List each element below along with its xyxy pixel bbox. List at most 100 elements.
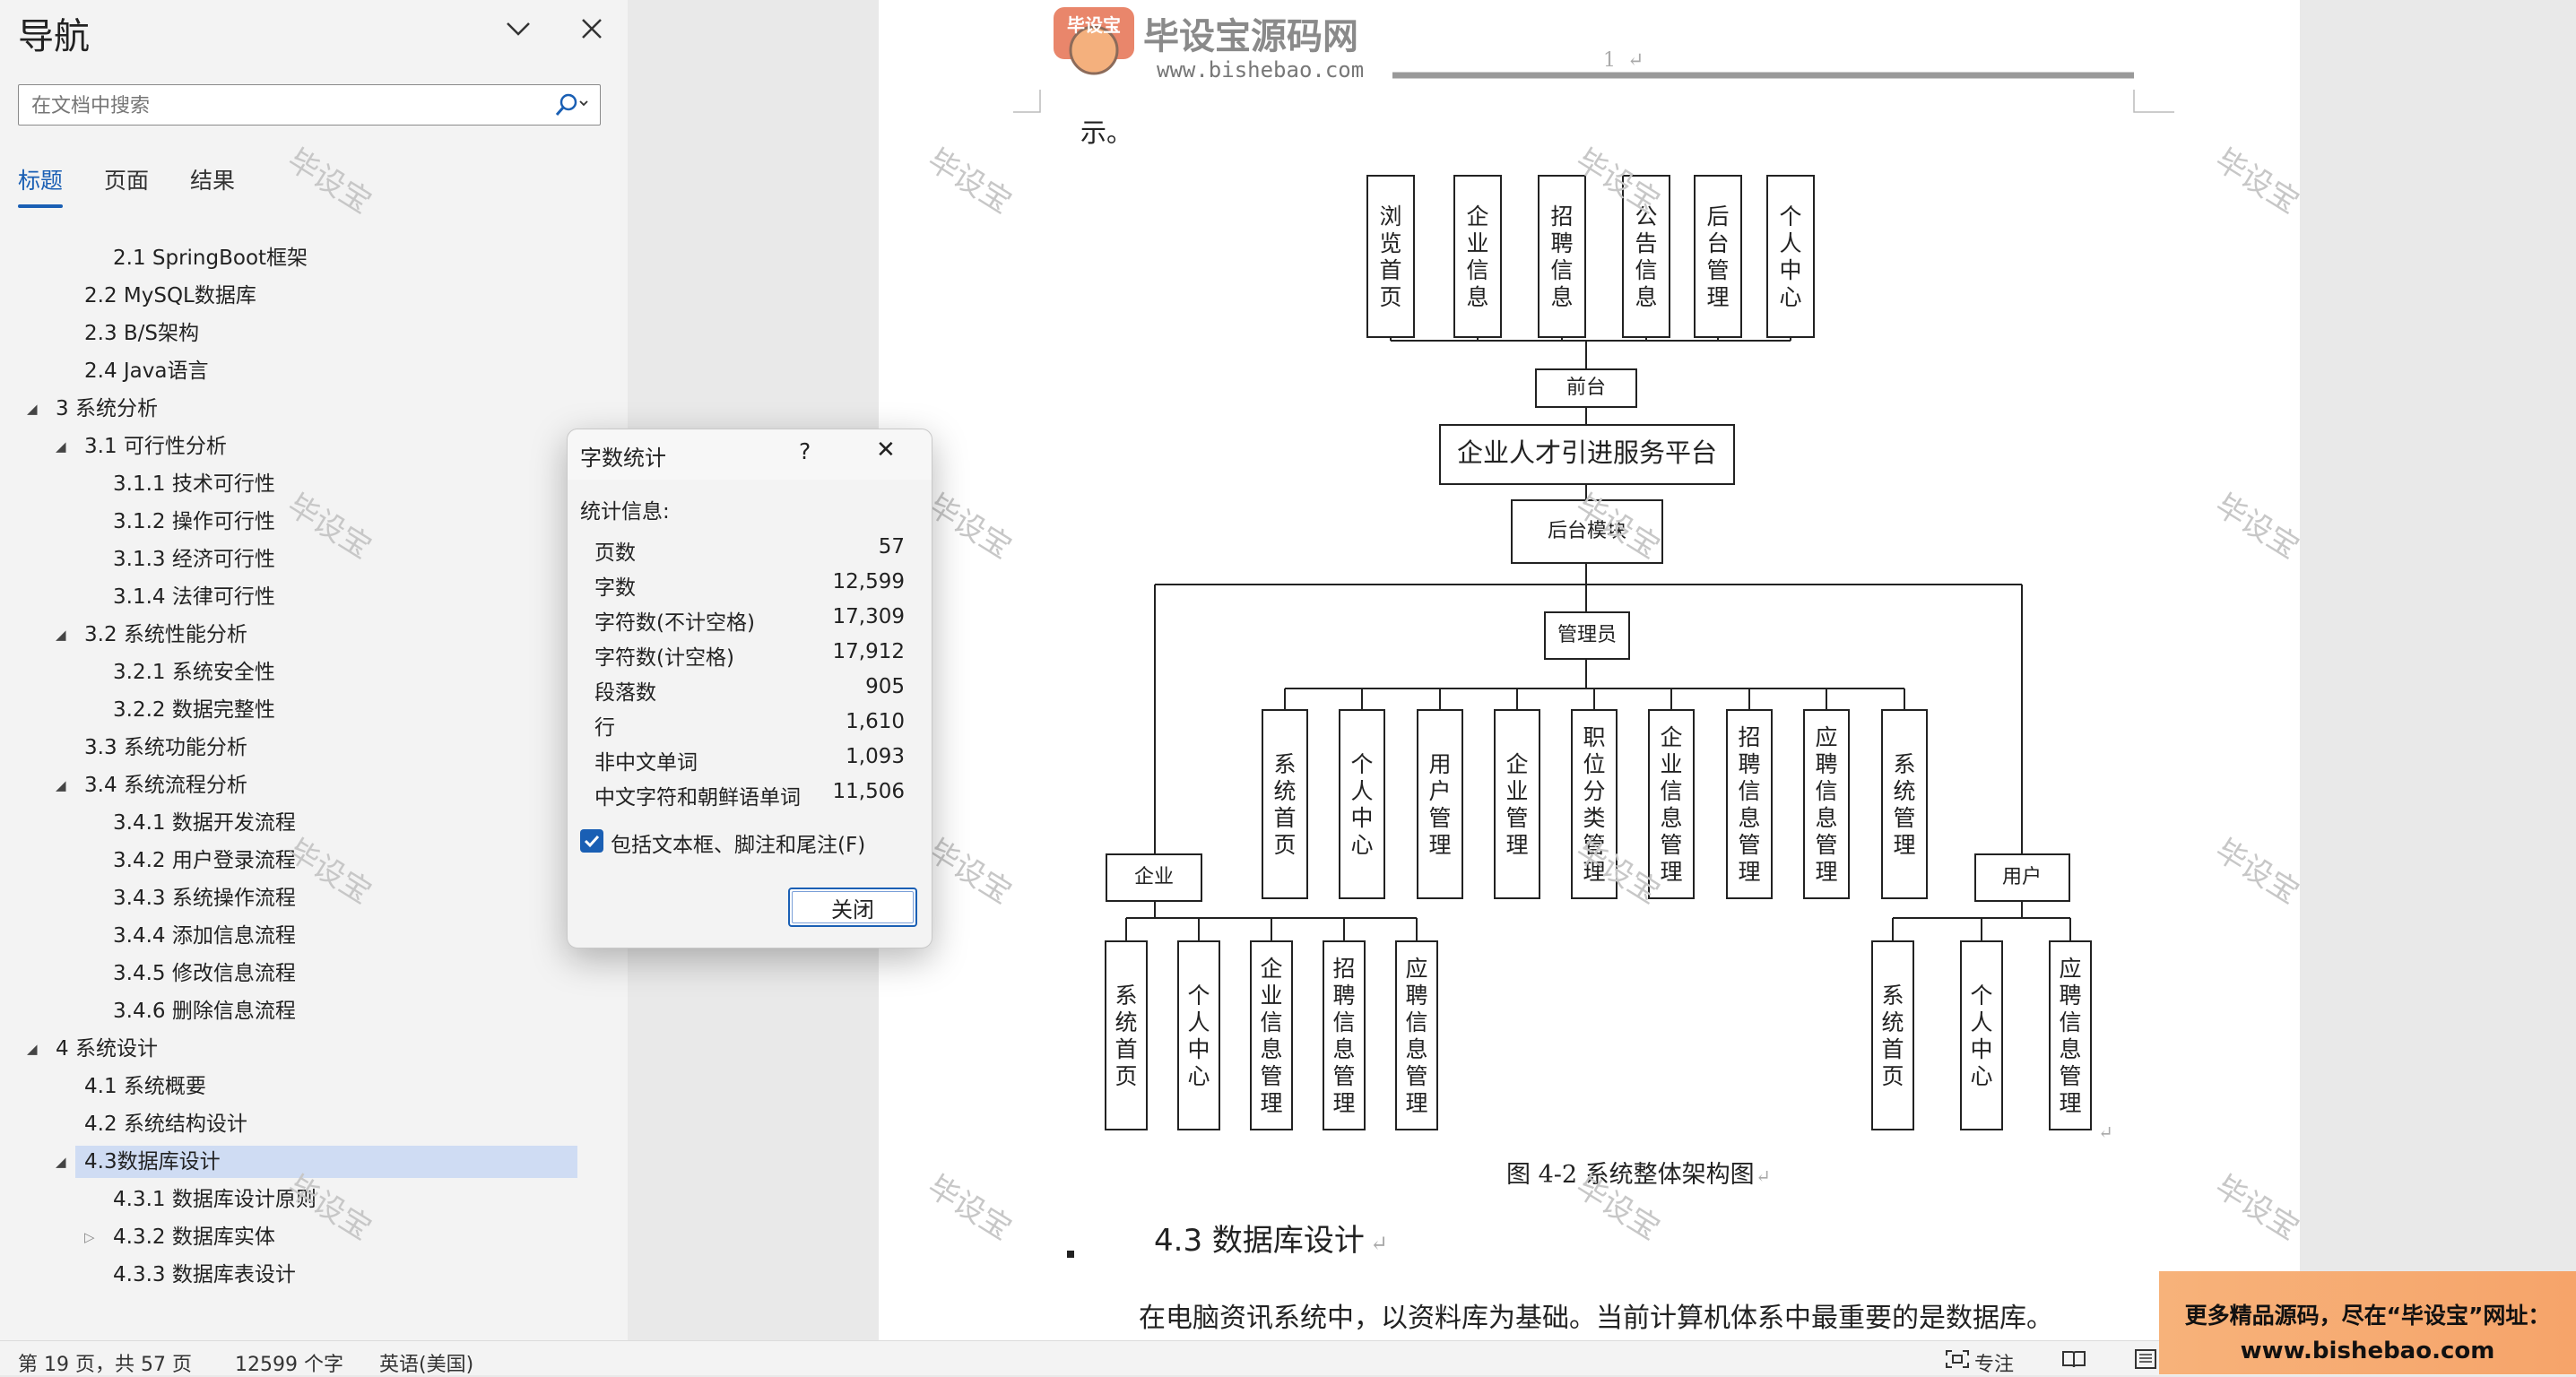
- outline-item[interactable]: 4.2 系统结构设计: [0, 1108, 619, 1140]
- outline-item[interactable]: 3.4.5 修改信息流程: [0, 957, 619, 990]
- diagram-vertical-label: 后台管理: [1706, 204, 1729, 310]
- diagram-box: [1960, 940, 2003, 1130]
- outline-item-label: 2.3 B/S架构: [84, 322, 200, 345]
- ad-line-1: 更多精品源码，尽在“毕设宝”网址：: [2184, 1303, 2551, 1329]
- collapse-triangle-icon[interactable]: ◢: [56, 438, 66, 455]
- outline-item[interactable]: 4.3.2 数据库实体▷: [0, 1221, 619, 1253]
- close-icon[interactable]: [576, 13, 608, 45]
- close-button[interactable]: 关闭: [788, 888, 917, 927]
- stat-label: 行: [594, 716, 615, 740]
- outline-item[interactable]: 3.2.1 系统安全性: [0, 656, 619, 688]
- collapse-triangle-icon[interactable]: ◢: [27, 401, 38, 417]
- collapse-triangle-icon[interactable]: ◢: [27, 1041, 38, 1057]
- outline-item-label: 3.4 系统流程分析: [84, 774, 247, 797]
- outline-item-label: 3.4.3 系统操作流程: [113, 887, 296, 910]
- outline-item-label: 3.2 系统性能分析: [84, 623, 247, 646]
- tab-underline: [18, 204, 63, 208]
- stats-section-label: 统计信息:: [580, 500, 670, 524]
- outline-item[interactable]: 3.1.3 经济可行性: [0, 543, 619, 576]
- outline-item-label: 4.1 系统概要: [84, 1075, 206, 1098]
- document-page[interactable]: 毕设宝 毕设宝源码网 www.bishebao.com 1 ↵ 示。 浏览首页企…: [879, 0, 2300, 1340]
- collapse-triangle-icon[interactable]: ◢: [56, 777, 66, 793]
- diagram-box: [1648, 709, 1695, 899]
- body-paragraph: 在电脑资讯系统中，以资料库为基础。当前计算机体系中最重要的是数据库。: [1139, 1303, 2053, 1334]
- site-logo: 毕设宝 毕设宝源码网 www.bishebao.com: [1054, 7, 1364, 82]
- stat-label: 字数: [594, 576, 636, 600]
- search-icon[interactable]: [553, 91, 589, 119]
- outline-item[interactable]: 3.4.2 用户登录流程: [0, 844, 619, 877]
- status-words[interactable]: 12599 个字: [235, 1354, 343, 1376]
- dialog-titlebar[interactable]: 字数统计 ? ✕: [568, 429, 932, 480]
- outline-item[interactable]: 3.2.2 数据完整性: [0, 694, 619, 726]
- outline-item[interactable]: 4.3.1 数据库设计原则: [0, 1183, 619, 1216]
- outline-item-label: 3.1.2 操作可行性: [113, 510, 275, 533]
- diagram-vertical-label: 企业信息管理: [1660, 724, 1682, 885]
- diagram-vertical-label: 应聘信息管理: [1405, 956, 1427, 1116]
- outline-item[interactable]: 3.1.2 操作可行性: [0, 506, 619, 538]
- collapse-triangle-icon[interactable]: ◢: [56, 1154, 66, 1170]
- read-mode-icon[interactable]: [2060, 1348, 2087, 1375]
- ad-line-2: www.bishebao.com: [2240, 1338, 2495, 1364]
- outline-item[interactable]: 2.1 SpringBoot框架: [0, 242, 619, 274]
- chevron-down-icon[interactable]: [502, 13, 534, 45]
- diagram-box: [1538, 175, 1586, 338]
- diagram-box: [1871, 940, 1914, 1130]
- print-layout-icon[interactable]: [2132, 1348, 2159, 1375]
- focus-icon[interactable]: [1944, 1348, 1971, 1375]
- outline-item[interactable]: 2.4 Java语言: [0, 355, 619, 387]
- outline-item[interactable]: 3 系统分析◢: [0, 393, 619, 425]
- diagram-vertical-label: 招聘信息管理: [1332, 956, 1355, 1116]
- tab-pages[interactable]: 页面: [104, 168, 150, 194]
- outline-item[interactable]: 3.4.6 删除信息流程: [0, 995, 619, 1027]
- outline-item[interactable]: 3.2 系统性能分析 ◢: [0, 619, 619, 651]
- diagram-label: 企业: [1134, 866, 1174, 888]
- outline-item-label: 3.1.4 法律可行性: [113, 585, 275, 609]
- stat-label: 中文字符和朝鲜语单词: [594, 786, 801, 810]
- status-page[interactable]: 第 19 页，共 57 页: [18, 1354, 192, 1376]
- expand-triangle-icon[interactable]: ▷: [84, 1229, 95, 1245]
- outline-item[interactable]: 3.1.4 法律可行性: [0, 581, 619, 613]
- include-checkbox-label[interactable]: 包括文本框、脚注和尾注(F): [611, 834, 866, 857]
- tab-headings[interactable]: 标题: [18, 168, 64, 194]
- outline-item[interactable]: 4.3数据库设计◢: [56, 1146, 577, 1178]
- outline-item-label: 3.3 系统功能分析: [84, 736, 247, 759]
- margin-corner-left: [1013, 90, 1041, 113]
- outline-item-label: 3.2.2 数据完整性: [113, 698, 275, 722]
- ad-banner[interactable]: 更多精品源码，尽在“毕设宝”网址： www.bishebao.com: [2159, 1271, 2576, 1374]
- diagram-label: 企业人才引进服务平台: [1457, 437, 1717, 468]
- outline-item[interactable]: 3.4.4 添加信息流程: [0, 920, 619, 952]
- outline-item[interactable]: 4 系统设计◢: [0, 1033, 619, 1065]
- diagram-box: [1339, 709, 1385, 899]
- stat-value: 17,309: [832, 605, 905, 628]
- outline-item[interactable]: 4.3.3 数据库表设计: [0, 1259, 619, 1291]
- search-box[interactable]: [18, 84, 601, 126]
- outline-item[interactable]: 3.1.1 技术可行性: [0, 468, 619, 500]
- diagram-box: [1535, 368, 1637, 408]
- tab-results[interactable]: 结果: [190, 168, 236, 194]
- outline-item[interactable]: 2.2 MySQL数据库: [0, 280, 619, 312]
- outline-item[interactable]: 4.1 系统概要: [0, 1070, 619, 1103]
- diagram-label: 前台: [1566, 377, 1606, 399]
- return-mark: ↵: [1627, 49, 1644, 72]
- diagram-vertical-label: 职位分类管理: [1583, 724, 1605, 885]
- status-language[interactable]: 英语(美国): [379, 1354, 474, 1376]
- outline-item[interactable]: 3.4 系统流程分析 ◢: [0, 769, 619, 801]
- outline-item[interactable]: 3.4.3 系统操作流程: [0, 882, 619, 914]
- include-checkbox[interactable]: [580, 829, 603, 853]
- outline-item[interactable]: 2.3 B/S架构: [0, 317, 619, 350]
- outline-item[interactable]: 3.1 可行性分析◢: [0, 430, 619, 463]
- help-button[interactable]: ?: [799, 438, 811, 464]
- dialog-close-icon[interactable]: ✕: [876, 437, 896, 463]
- logo-url: www.bishebao.com: [1157, 57, 1364, 82]
- diagram-vertical-label: 应聘信息管理: [1815, 724, 1837, 885]
- outline-item[interactable]: 3.3 系统功能分析: [0, 732, 619, 764]
- collapse-triangle-icon[interactable]: ◢: [56, 627, 66, 643]
- diagram-vertical-label: 系统管理: [1893, 751, 1915, 858]
- outline-item[interactable]: 3.4.1 数据开发流程: [0, 807, 619, 839]
- search-input[interactable]: [30, 85, 535, 126]
- focus-label[interactable]: 专注: [1974, 1354, 2015, 1376]
